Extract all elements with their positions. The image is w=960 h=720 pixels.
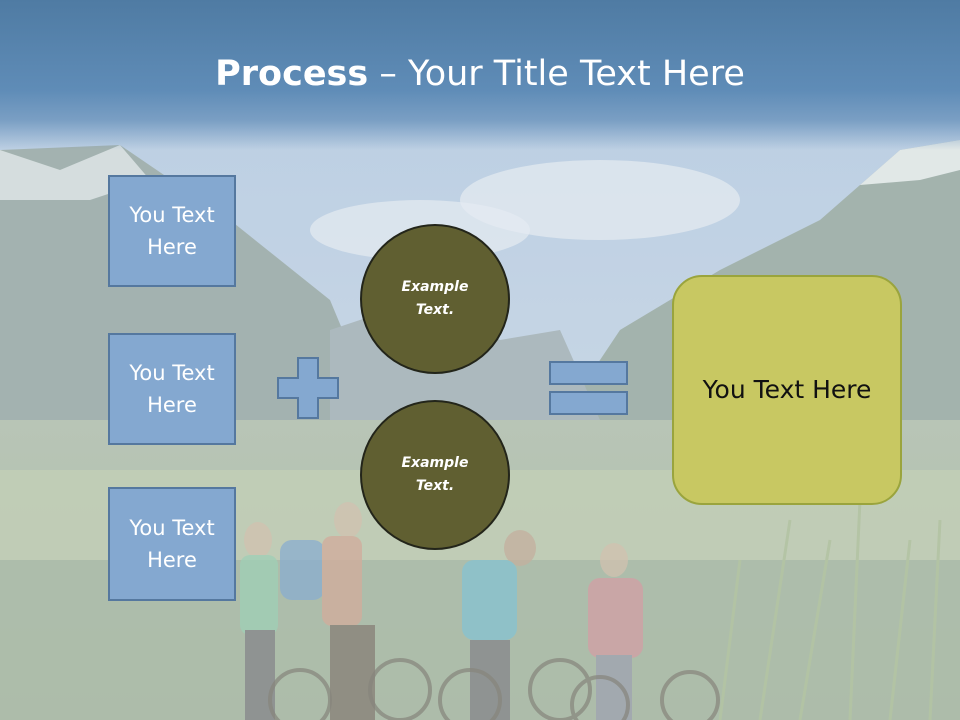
circle-label: Example Text. <box>401 455 469 494</box>
example-circle-2[interactable]: Example Text. <box>360 400 510 550</box>
example-circle-1[interactable]: Example Text. <box>360 224 510 374</box>
text-box-3[interactable]: You Text Here <box>108 487 236 601</box>
text-box-label: You Text Here <box>129 361 215 417</box>
result-label: You Text Here <box>702 375 872 404</box>
plus-icon <box>277 357 339 419</box>
circle-label: Example Text. <box>401 279 469 318</box>
title-rest: – Your Title Text Here <box>368 54 745 94</box>
result-box[interactable]: You Text Here <box>672 275 902 505</box>
text-box-label: You Text Here <box>129 203 215 259</box>
text-box-1[interactable]: You Text Here <box>108 175 236 287</box>
equals-icon <box>549 361 628 415</box>
slide-title: Process – Your Title Text Here <box>0 52 960 96</box>
title-strong: Process <box>215 54 369 94</box>
text-box-2[interactable]: You Text Here <box>108 333 236 445</box>
text-box-label: You Text Here <box>129 516 215 572</box>
title-band <box>0 0 960 150</box>
